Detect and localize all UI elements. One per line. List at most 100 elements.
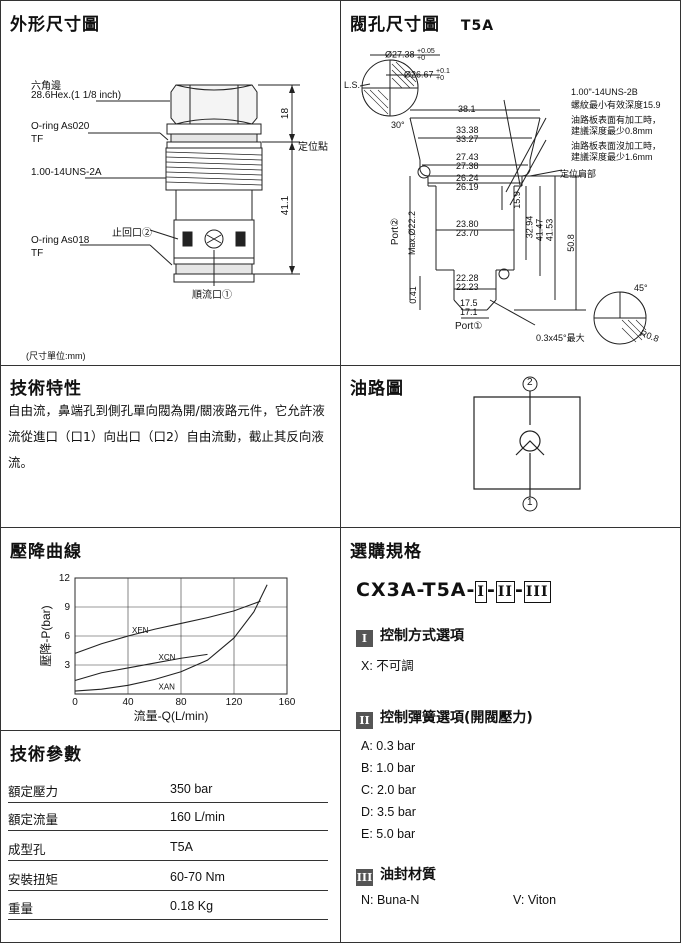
spec-value: 160 L/min [170, 810, 225, 824]
port-1-marker [522, 496, 538, 512]
spec-key: 額定壓力 [8, 785, 59, 799]
note-machined-2: 建議深度最少0.8mm [571, 126, 653, 136]
section-2-option: B: 1.0 bar [361, 761, 416, 775]
d1-tol-top: +0.05 [417, 48, 435, 55]
dim-15-9: 15.9 [511, 191, 522, 209]
circuit-diagram [473, 376, 581, 512]
thread-spec: 1.00"-14UNS-2B [571, 87, 638, 97]
outline-drawing [80, 84, 300, 286]
series-label-xan: XAN [159, 683, 176, 692]
spec-row: 額定流量 160 L/min [8, 806, 328, 831]
y-tick-label: 3 [64, 660, 70, 671]
section-3-heading: III 油封材質 [356, 864, 436, 886]
dim-41-53: 41.53 [544, 218, 555, 242]
angle-30: 30° [391, 120, 405, 130]
section-1-number: I [356, 630, 373, 647]
dim-32-94: 32.94 [524, 215, 535, 239]
dim-26-24: 26.24 [456, 173, 479, 183]
angle-45: 45° [634, 283, 648, 293]
note-machined-1: 油路板表面有加工時， [571, 115, 662, 125]
section-3-option-n: N: Buna-N [361, 893, 420, 907]
dim-18: 18 [280, 107, 292, 120]
ordering-title: 選購規格 [350, 542, 422, 562]
oring2-material: TF [31, 248, 44, 259]
model-prefix: CX3A-T5A- [356, 579, 476, 601]
spec-key: 成型孔 [8, 843, 46, 857]
y-axis-label: 壓降-P(bar) [39, 605, 53, 666]
cavity-title: 閥孔尺寸圖 T5A [350, 10, 494, 35]
dim-50-8: 50.8 [565, 234, 576, 252]
locate-point-label: 定位點 [298, 142, 328, 153]
dim-41-47: 41.47 [534, 218, 545, 242]
unit-note: (尺寸單位:mm) [26, 351, 86, 361]
dim-27-38: 27.38 [456, 161, 479, 171]
series-line-xen [74, 600, 261, 654]
circuit-title: 油路圖 [350, 379, 404, 399]
d2-tol-top: +0.1 [436, 68, 450, 75]
section-2-option: D: 3.5 bar [361, 805, 416, 819]
section-2-title: 控制彈簧選項(開閥壓力) [380, 710, 533, 726]
d2-value: Ø26.67 [404, 69, 434, 80]
cavity-code: T5A [460, 18, 495, 34]
section-2-option: A: 0.3 bar [361, 739, 416, 753]
d1-tol-bot: +0 [417, 55, 426, 62]
thread-label: 1.00-14UNS-2A [31, 167, 102, 178]
y-tick-label: 6 [64, 631, 70, 642]
stop-port-label: 止回口② [112, 228, 152, 239]
section-3-number: III [356, 869, 373, 886]
y-tick-label: 12 [59, 573, 71, 584]
features-text: 自由流，鼻端孔到側孔單向閥為開/關液路元件，它允許液流從進口（口1）向出口（口2… [8, 403, 325, 470]
hex-label: 六角邊 [31, 81, 61, 92]
spec-key: 額定流量 [8, 813, 59, 827]
dim-17-5: 17.5 [460, 298, 478, 308]
section-2-number: II [356, 712, 373, 729]
model-dash-2: - [514, 579, 524, 601]
features-title: 技術特性 [10, 379, 82, 399]
dim-26-19: 26.19 [456, 182, 479, 192]
y-tick-label: 9 [64, 602, 70, 613]
chamfer-label: 0.3x45°最大 [536, 333, 585, 343]
hex-value: 28.6Hex.(1 1/8 inch) [31, 90, 122, 101]
x-tick-label: 120 [226, 697, 243, 708]
spec-key: 安裝扭矩 [8, 873, 59, 887]
dim-23-70: 23.70 [456, 228, 479, 238]
spec-value: 0.18 Kg [170, 899, 214, 913]
section-1-heading: I 控制方式選項 [356, 625, 464, 647]
d2-tol-bot: +0 [436, 75, 445, 82]
cavity-title-text: 閥孔尺寸圖 [350, 15, 440, 35]
port2-max: Max.Ø22.2 [407, 210, 418, 256]
dim-41-1: 41.1 [280, 195, 292, 216]
spec-value: 350 bar [170, 782, 213, 796]
oring1-label: O-ring As020 [31, 121, 90, 132]
model-code-1: I [475, 581, 487, 603]
d1-tolerance: +0.05 +0 [417, 48, 435, 62]
section-2-option: C: 2.0 bar [361, 783, 416, 797]
dim-17-1: 17.1 [460, 307, 478, 317]
dim-33-27: 33.27 [456, 134, 479, 144]
note-unmachined-2: 建議深度最少1.6mm [571, 152, 653, 162]
dim-22-23: 22.23 [456, 282, 479, 292]
dim-23-80: 23.80 [456, 219, 479, 229]
series-line-xan [74, 584, 268, 692]
spec-row: 安裝扭矩 60-70 Nm [8, 866, 328, 891]
section-3-option-v: V: Viton [513, 893, 557, 907]
model-code: CX3A-T5A-I-II-III [356, 579, 551, 603]
section-3-title: 油封材質 [380, 867, 436, 883]
shoulder-label: 定位肩部 [560, 169, 597, 179]
spec-key: 重量 [8, 902, 34, 916]
section-1-title: 控制方式選項 [380, 628, 464, 644]
ls-label: L.S. [344, 80, 361, 90]
x-tick-label: 40 [122, 697, 134, 708]
section-1-option: X: 不可調 [361, 659, 414, 673]
note-unmachined-1: 油路板表面沒加工時， [571, 141, 662, 151]
circuit-port-1: 1 [527, 497, 533, 508]
series-line-xcn [74, 653, 208, 681]
circuit-port-2: 2 [527, 377, 533, 388]
spec-row: 成型孔 T5A [8, 836, 328, 861]
d1-value: Ø27.38 [385, 49, 415, 60]
model-code-3: III [523, 581, 551, 603]
dim-33-38: 33.38 [456, 125, 479, 135]
curve-title: 壓降曲線 [10, 542, 82, 562]
oring1-material: TF [31, 134, 44, 145]
